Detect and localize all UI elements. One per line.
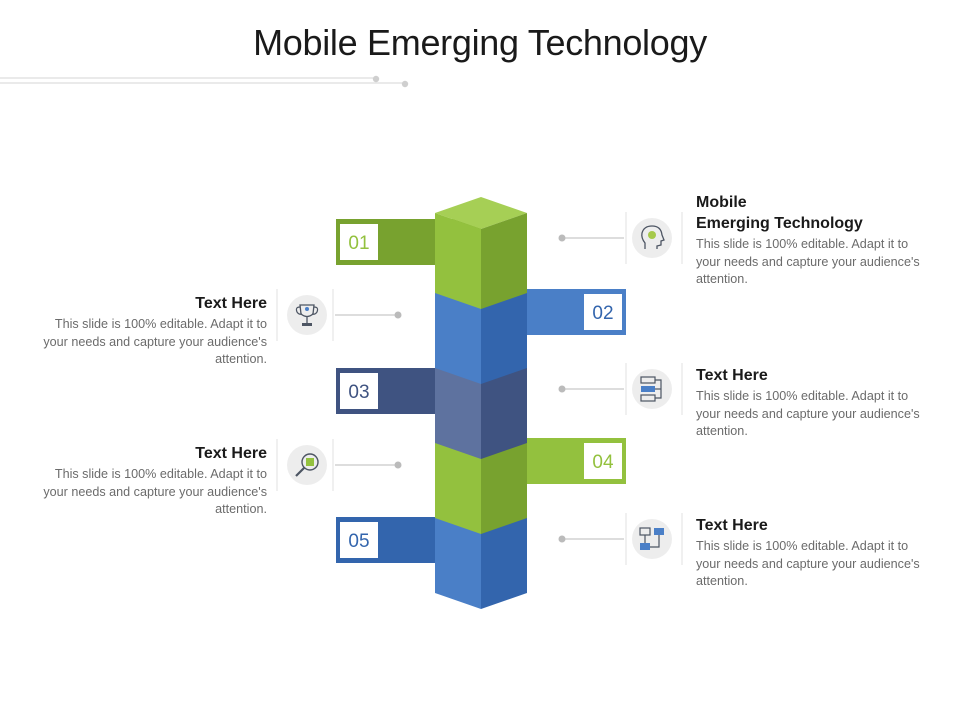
step-05-body: This slide is 100% editable. Adapt it to…	[696, 539, 920, 588]
step-03-connector	[558, 363, 683, 415]
step-05-number: 05	[348, 531, 369, 552]
step-02-heading: Text Here	[195, 295, 267, 312]
step-01-body: This slide is 100% editable. Adapt it to…	[696, 237, 920, 286]
step-05-connector	[558, 513, 683, 565]
step-02-number: 02	[592, 303, 613, 324]
step-04-body: This slide is 100% editable. Adapt it to…	[43, 467, 267, 516]
step-02-body: This slide is 100% editable. Adapt it to…	[43, 317, 267, 366]
step-04-heading: Text Here	[195, 445, 267, 462]
step-03-number: 03	[348, 382, 369, 403]
lightbulb-head-icon	[632, 218, 672, 258]
step-01-number: 01	[348, 233, 369, 254]
trophy-icon	[287, 295, 327, 335]
step-05-heading: Text Here	[696, 517, 768, 534]
step-01-number-box	[340, 224, 378, 260]
step-04-connector	[276, 439, 402, 491]
step-03-number-box	[340, 373, 378, 409]
devices-network-icon	[632, 519, 672, 559]
flowchart-icon	[632, 369, 672, 409]
step-03-text: Text Here This slide is 100% editable. A…	[696, 365, 936, 441]
step-04-number-box	[584, 443, 622, 479]
step-05-number-box	[340, 522, 378, 558]
step-04-number: 04	[592, 452, 614, 473]
magnifier-chip-icon	[287, 445, 327, 485]
step-05-text: Text Here This slide is 100% editable. A…	[696, 515, 936, 591]
step-01-heading: Mobile Emerging Technology	[696, 194, 863, 232]
step-01-cube	[435, 197, 527, 309]
step-01-connector	[558, 212, 683, 264]
step-02-text: Text Here This slide is 100% editable. A…	[27, 293, 267, 369]
step-04-text: Text Here This slide is 100% editable. A…	[27, 443, 267, 519]
step-01-text: Mobile Emerging Technology This slide is…	[696, 192, 936, 289]
step-03-heading: Text Here	[696, 367, 768, 384]
step-02-connector	[276, 289, 402, 341]
title-divider	[0, 75, 409, 88]
page-title: Mobile Emerging Technology	[253, 22, 707, 63]
step-03-body: This slide is 100% editable. Adapt it to…	[696, 389, 920, 438]
step-02-number-box	[584, 294, 622, 330]
